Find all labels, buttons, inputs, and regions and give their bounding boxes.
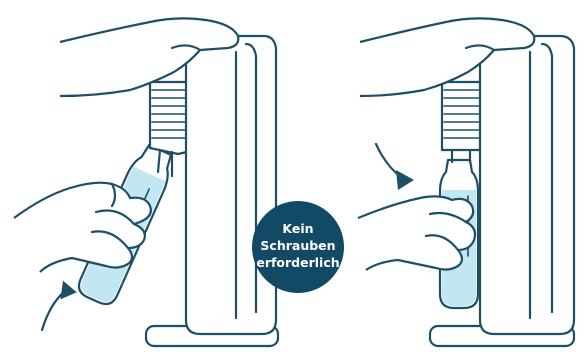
- badge-line-3: erforderlich: [256, 255, 339, 270]
- hand-bottom-right: [358, 196, 475, 270]
- right-panel: [358, 18, 574, 346]
- arrow-down-right: [376, 144, 414, 190]
- arrow-up-right: [42, 281, 77, 330]
- left-panel: [14, 18, 278, 346]
- badge-line-1: Kein: [282, 221, 313, 236]
- no-screwing-badge: Kein Schrauben erforderlich: [252, 201, 344, 293]
- machine-body: [186, 36, 276, 334]
- badge-line-2: Schrauben: [260, 238, 335, 253]
- machine-body-right: [480, 36, 574, 334]
